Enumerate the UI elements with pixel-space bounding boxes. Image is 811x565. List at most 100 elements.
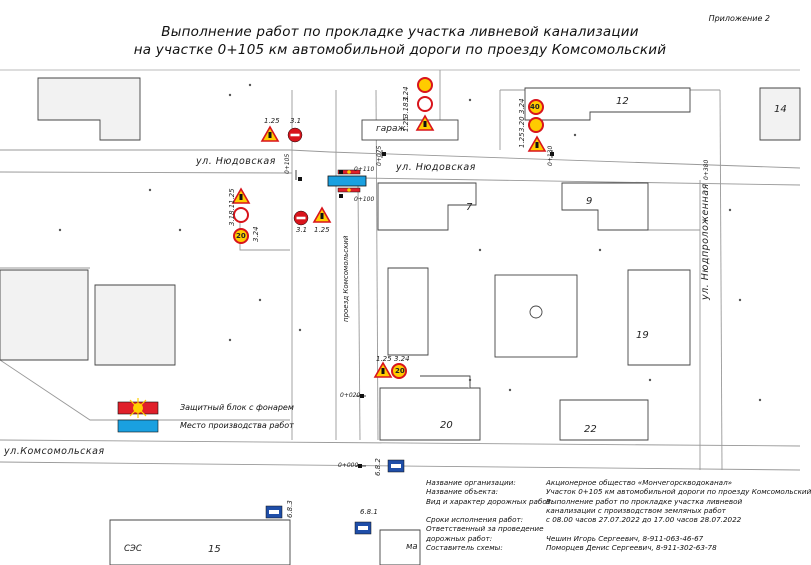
post-marker xyxy=(550,152,554,156)
no-overtaking-sign-icon xyxy=(528,117,544,133)
sign-code-3-24-c: 3.24 xyxy=(518,98,526,114)
info-label xyxy=(426,506,553,515)
sign-code-3-20-c: 3.20 xyxy=(518,116,526,132)
info-value: Поморцев Денис Сергеевич, 8-911-302-63-7… xyxy=(546,543,717,553)
sign-code-3-24-d: 3.24 xyxy=(252,226,260,242)
page-title: Выполнение работ по прокладке участка ли… xyxy=(161,24,639,40)
info-label: дорожных работ: xyxy=(426,533,493,543)
chainage-000: 0+000 xyxy=(338,462,359,469)
street-label-niudovskaya-left: ул. Нюдовская xyxy=(196,156,276,167)
building-12: 12 xyxy=(616,96,629,107)
road-works-sign-icon xyxy=(415,114,435,131)
speed-limit-40: 40 xyxy=(530,103,540,111)
sign-code-1-25-c: 1.25 xyxy=(518,132,526,148)
road-works-sign-icon xyxy=(527,135,547,152)
detour-sign-icon xyxy=(354,521,372,535)
info-values: Акционерное общество «Мончегорскводокана… xyxy=(546,478,811,552)
info-value: с 08.00 часов 27.07.2022 до 17.00 часов … xyxy=(546,515,742,525)
speed-limit-20-sign-icon xyxy=(233,228,249,244)
legend-protective-block-label: Защитный блок с фонарем xyxy=(180,403,294,412)
info-label: Название объекта: xyxy=(426,487,499,497)
chainage-380: 0+380 xyxy=(703,159,710,180)
speed-limit-sign-icon xyxy=(417,77,433,93)
street-label-komsomolskaya: ул.Комсомольская xyxy=(4,446,105,457)
post-marker xyxy=(339,170,343,174)
info-value: Акционерное общество «Мончегорскводокана… xyxy=(546,478,733,487)
info-label: Название организации: xyxy=(426,478,516,487)
chainage-020: 0+020 xyxy=(340,392,361,399)
info-label: Составитель схемы: xyxy=(426,543,503,553)
info-value: Чешин Игорь Сергеевич, 8-911-063-46-67 xyxy=(546,533,704,543)
chainage-100: 0+100 xyxy=(354,196,375,203)
legend-workzone-swatch xyxy=(117,419,159,433)
road-signs xyxy=(231,77,554,535)
info-value xyxy=(546,524,811,533)
detour-sign-icon xyxy=(265,505,283,519)
info-label: Сроки исполнения работ: xyxy=(426,515,524,525)
sign-code-3-1-a: 3.1 xyxy=(290,117,302,125)
no-left-turn-sign-icon xyxy=(417,96,433,112)
speed-limit-20-sign-icon xyxy=(391,363,407,379)
building-14: 14 xyxy=(774,104,787,115)
street-label-niudprolozhennaya: ул. Нюдпроложенная xyxy=(700,183,711,300)
road-works-sign-icon xyxy=(373,361,393,378)
legend-work-zone-label: Место производства работ xyxy=(180,421,294,430)
info-value: Участок 0+105 км автомобильной дороги по… xyxy=(546,487,811,497)
sign-code-1-25-e: 1.25 xyxy=(314,226,330,234)
chainage-130: 0+130 xyxy=(547,145,554,166)
road-works-sign-icon xyxy=(260,125,280,142)
street-label-komsomolsky-lane: проезд Комсомольский xyxy=(342,235,350,322)
building-15: 15 xyxy=(208,544,221,555)
info-label: Ответственный за проведение xyxy=(426,524,544,534)
no-entry-sign-icon xyxy=(287,127,303,143)
sign-code-6-8-3: 6.8.3 xyxy=(286,500,294,518)
sign-code-6-8-1: 6.8.1 xyxy=(360,508,378,516)
post-marker xyxy=(358,464,362,468)
road-works-sign-icon xyxy=(312,206,332,223)
sign-code-1-25-d: 1.25 xyxy=(228,188,236,204)
map-points xyxy=(58,83,762,402)
street-label-niudovskaya-right: ул. Нюдовская xyxy=(396,162,476,173)
no-entry-sign-icon xyxy=(293,210,309,226)
sign-code-3-24-f: 3.24 xyxy=(394,355,410,363)
speed-limit-20-a: 20 xyxy=(236,232,246,240)
work-zone-area xyxy=(327,175,367,187)
post-marker xyxy=(298,177,302,181)
info-label: Вид и характер дорожных работ: xyxy=(426,496,554,506)
speed-limit-20-b: 20 xyxy=(395,367,405,375)
building-20: 20 xyxy=(440,420,453,431)
sign-code-3-18-1-d: 3.18.1 xyxy=(228,203,236,226)
garage-label: гараж xyxy=(376,124,406,134)
info-value: канализации с производством земляных раб… xyxy=(546,505,726,515)
building-ma-label: ма xyxy=(406,542,418,552)
road-works-sign-icon xyxy=(231,187,251,204)
buildings xyxy=(0,77,801,565)
info-labels: Название организации: Название объекта: … xyxy=(426,478,553,552)
no-right-turn-sign-icon xyxy=(233,207,249,223)
sign-code-1-25-a: 1.25 xyxy=(264,117,280,125)
sign-code-3-18-1-b: 3.18.1 xyxy=(402,95,410,118)
chainage-105: 0+105 xyxy=(284,153,291,174)
post-marker xyxy=(360,394,364,398)
page-subtitle: на участке 0+105 км автомобильной дороги… xyxy=(133,42,667,58)
detour-sign-icon xyxy=(387,459,405,473)
sign-code-3-1-e: 3.1 xyxy=(296,226,308,234)
post-marker xyxy=(339,194,343,198)
sign-code-1-25-b: 1.25 xyxy=(402,116,410,132)
ses-label: СЭС xyxy=(124,544,142,554)
chainage-110: 0+110 xyxy=(354,166,375,173)
appendix-label: Приложение 2 xyxy=(708,14,770,23)
building-9: 9 xyxy=(586,196,593,207)
protective-blocks xyxy=(337,169,361,193)
legend-swatches xyxy=(117,398,159,433)
building-22: 22 xyxy=(584,424,597,435)
post-marker xyxy=(382,152,386,156)
info-value: Выполнение работ по прокладке участка ли… xyxy=(546,496,743,506)
chainage-075: 0+075 xyxy=(376,145,383,166)
building-7: 7 xyxy=(466,202,473,213)
building-19: 19 xyxy=(636,330,649,341)
sign-code-1-25-f: 1.25 xyxy=(376,355,392,363)
speed-limit-40-sign-icon xyxy=(528,99,544,115)
sign-code-6-8-2: 6.8.2 xyxy=(374,458,382,476)
